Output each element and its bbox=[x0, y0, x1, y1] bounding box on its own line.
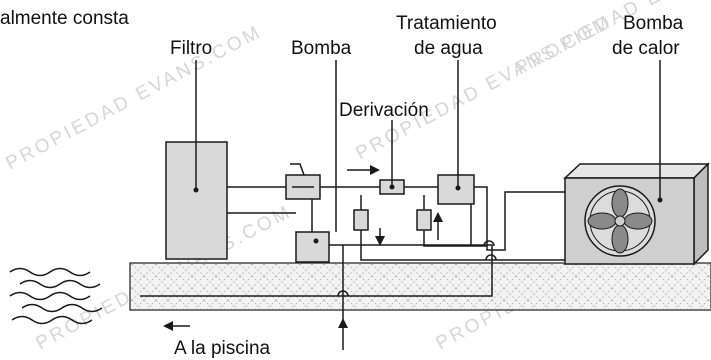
ground-hatch bbox=[130, 263, 711, 310]
header-fragment-text: almente consta bbox=[0, 8, 129, 29]
to-pool-label: A la piscina bbox=[174, 338, 271, 359]
check-valve-right bbox=[416, 209, 432, 231]
pump-unit bbox=[295, 231, 330, 263]
bypass-label: Derivación bbox=[339, 100, 429, 121]
fan-icon bbox=[587, 188, 653, 254]
water-treatment-unit bbox=[437, 60, 475, 205]
water-treatment-label-line2: de agua bbox=[414, 38, 483, 59]
filter-unit bbox=[165, 60, 228, 260]
pump-label: Bomba bbox=[291, 38, 352, 59]
filter-label: Filtro bbox=[170, 38, 212, 59]
multiport-valve bbox=[285, 163, 321, 200]
heat-pump-label-line2: de calor bbox=[612, 38, 680, 59]
heat-pump-unit bbox=[563, 60, 710, 266]
pool-water-icon bbox=[9, 267, 103, 325]
heat-pump-label-line1: Bomba bbox=[623, 13, 684, 34]
check-valve-left bbox=[353, 209, 369, 231]
flow-arrows bbox=[163, 165, 443, 331]
bypass-valve bbox=[379, 124, 405, 195]
water-treatment-label-line1: Tratamiento bbox=[396, 13, 497, 34]
